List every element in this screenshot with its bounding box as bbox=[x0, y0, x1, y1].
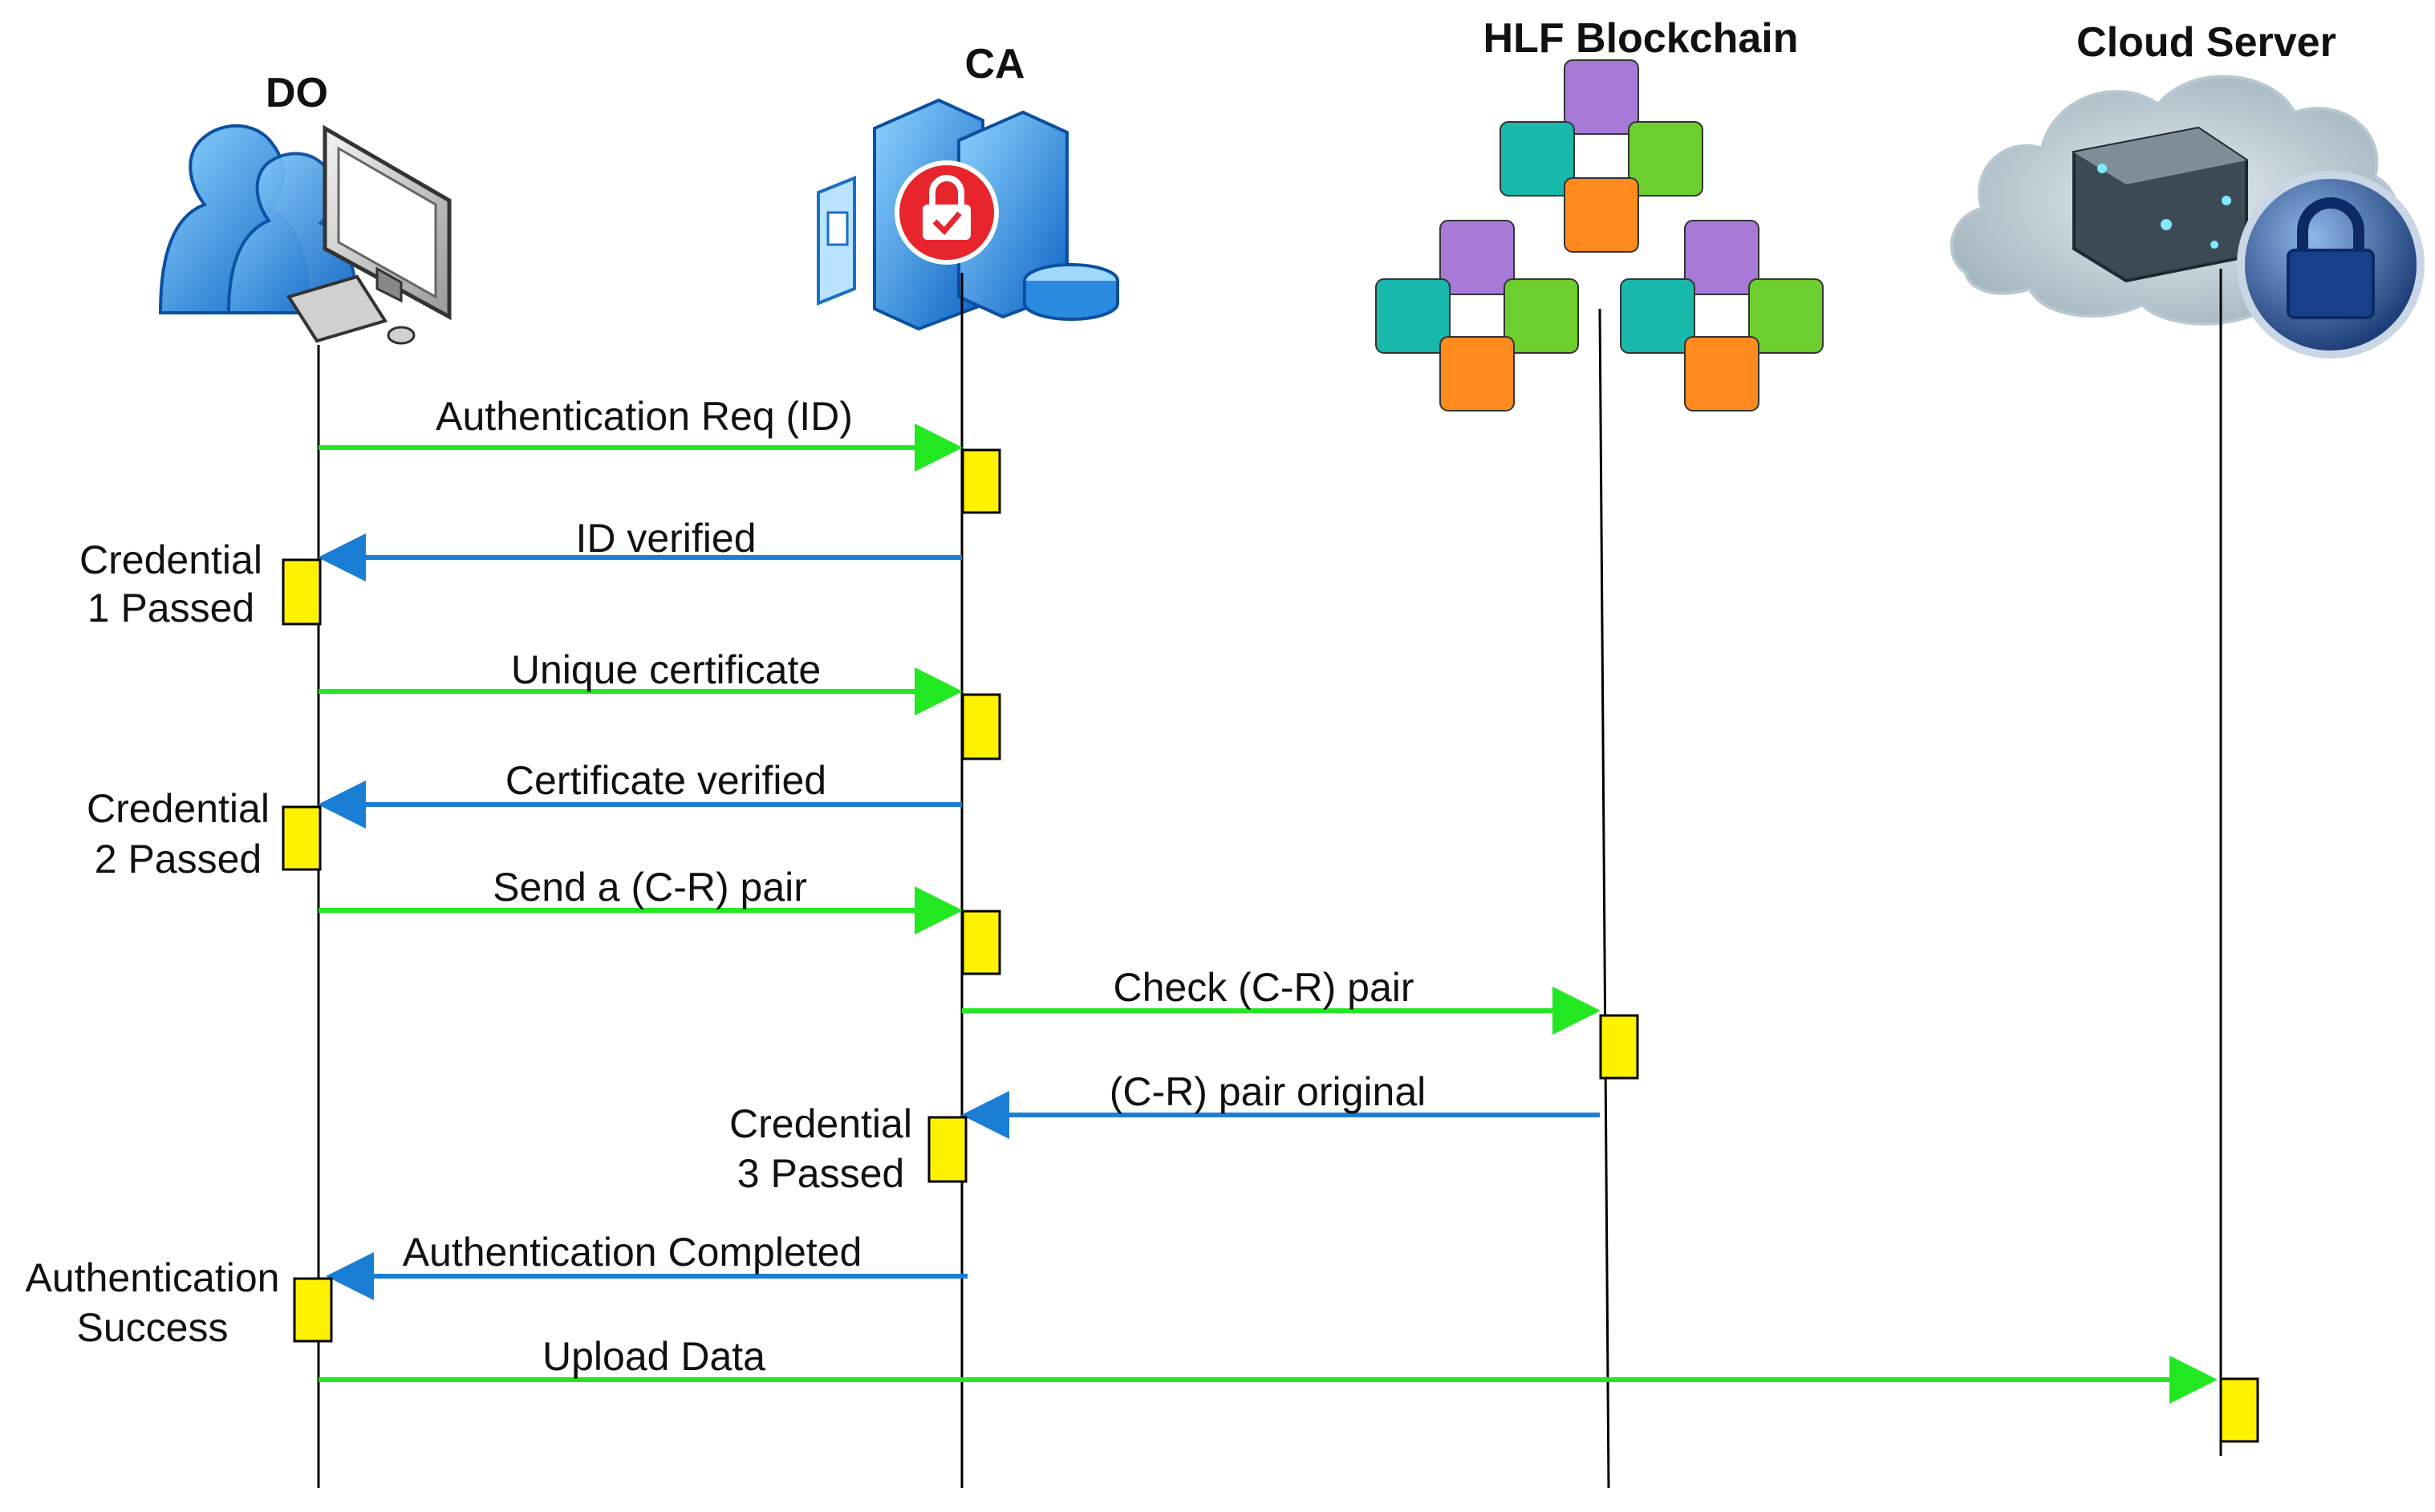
activation-box bbox=[282, 805, 322, 871]
message-label: ID verified bbox=[575, 516, 756, 561]
note-credential-1: Credential 1 Passed bbox=[79, 537, 262, 630]
note-credential-3: Credential 3 Passed bbox=[729, 1101, 912, 1196]
note-line: 3 Passed bbox=[737, 1151, 904, 1196]
lifeline-hlf bbox=[1598, 308, 1610, 1489]
blockchain-cubes-icon bbox=[1375, 59, 1824, 411]
participant-label-hlf: HLF Blockchain bbox=[1483, 15, 1799, 62]
cloud-lock-icon bbox=[1950, 75, 2425, 359]
activation-box bbox=[961, 910, 1001, 975]
message-label: Certificate verified bbox=[505, 758, 826, 803]
message-label: Send a (C-R) pair bbox=[493, 865, 807, 910]
server-lock-icon bbox=[817, 98, 1119, 331]
participant-label-cloud: Cloud Server bbox=[2076, 19, 2336, 66]
note-credential-2: Credential 2 Passed bbox=[87, 786, 270, 882]
note-line: Credential bbox=[729, 1101, 912, 1146]
note-line: Success bbox=[77, 1305, 229, 1350]
activation-box bbox=[2219, 1377, 2259, 1443]
message-label: Upload Data bbox=[542, 1334, 765, 1379]
participant-label-ca: CA bbox=[964, 41, 1025, 87]
activation-box bbox=[961, 693, 1001, 760]
participant-label-do: DO bbox=[266, 70, 328, 116]
note-line: Credential bbox=[87, 786, 270, 831]
message-label: (C-R) pair original bbox=[1110, 1069, 1427, 1114]
message-label: Authentication Req (ID) bbox=[436, 394, 853, 439]
message-label: Check (C-R) pair bbox=[1113, 965, 1414, 1010]
note-line: 1 Passed bbox=[87, 586, 254, 630]
activation-box bbox=[961, 448, 1001, 514]
note-line: Authentication bbox=[26, 1255, 280, 1300]
note-line: Credential bbox=[79, 537, 262, 582]
activation-box bbox=[1599, 1014, 1639, 1080]
activation-box bbox=[927, 1116, 968, 1183]
note-authentication-success: Authentication Success bbox=[26, 1255, 280, 1350]
message-label: Authentication Completed bbox=[403, 1230, 862, 1275]
message-label: Unique certificate bbox=[511, 647, 821, 692]
activation-box bbox=[282, 558, 322, 626]
user-computer-icon bbox=[158, 124, 452, 345]
activation-box bbox=[293, 1277, 333, 1343]
note-line: 2 Passed bbox=[95, 837, 262, 882]
